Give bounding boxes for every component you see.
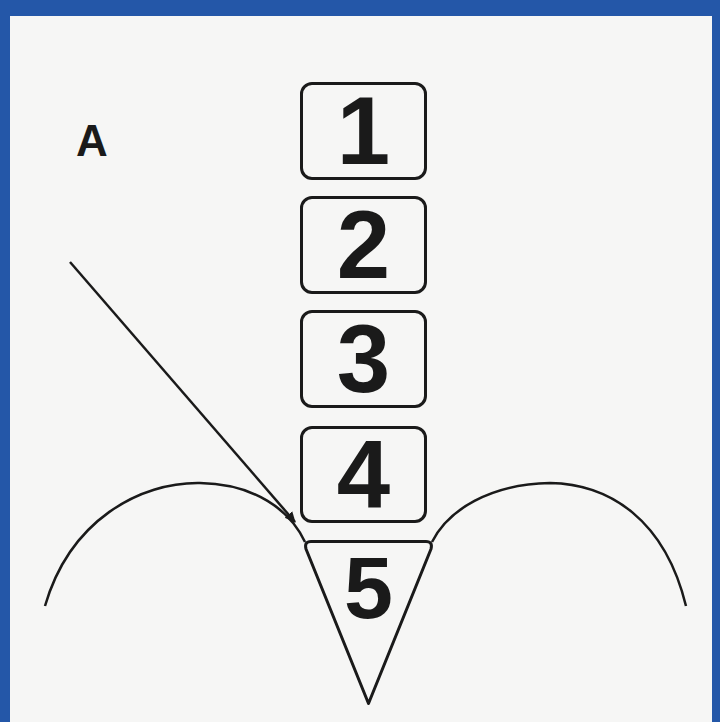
vertebra-number: 1 bbox=[337, 87, 390, 175]
right-iliac-crest bbox=[432, 483, 686, 606]
vertebra-number: 2 bbox=[337, 201, 390, 289]
left-iliac-crest bbox=[45, 483, 305, 606]
vertebra-box: 2 bbox=[300, 196, 427, 294]
vertebra-box: 1 bbox=[300, 82, 427, 180]
vertebra-number: 3 bbox=[337, 315, 390, 403]
vertebra-box: 3 bbox=[300, 310, 427, 408]
sacrum-triangle: 5 bbox=[303, 540, 434, 705]
figure-letter: A bbox=[76, 118, 108, 164]
vertebra-number: 4 bbox=[337, 431, 390, 519]
vertebra-box: 4 bbox=[300, 426, 427, 523]
pointer-arrow bbox=[70, 262, 295, 522]
vertebra-number: 5 bbox=[303, 548, 434, 628]
